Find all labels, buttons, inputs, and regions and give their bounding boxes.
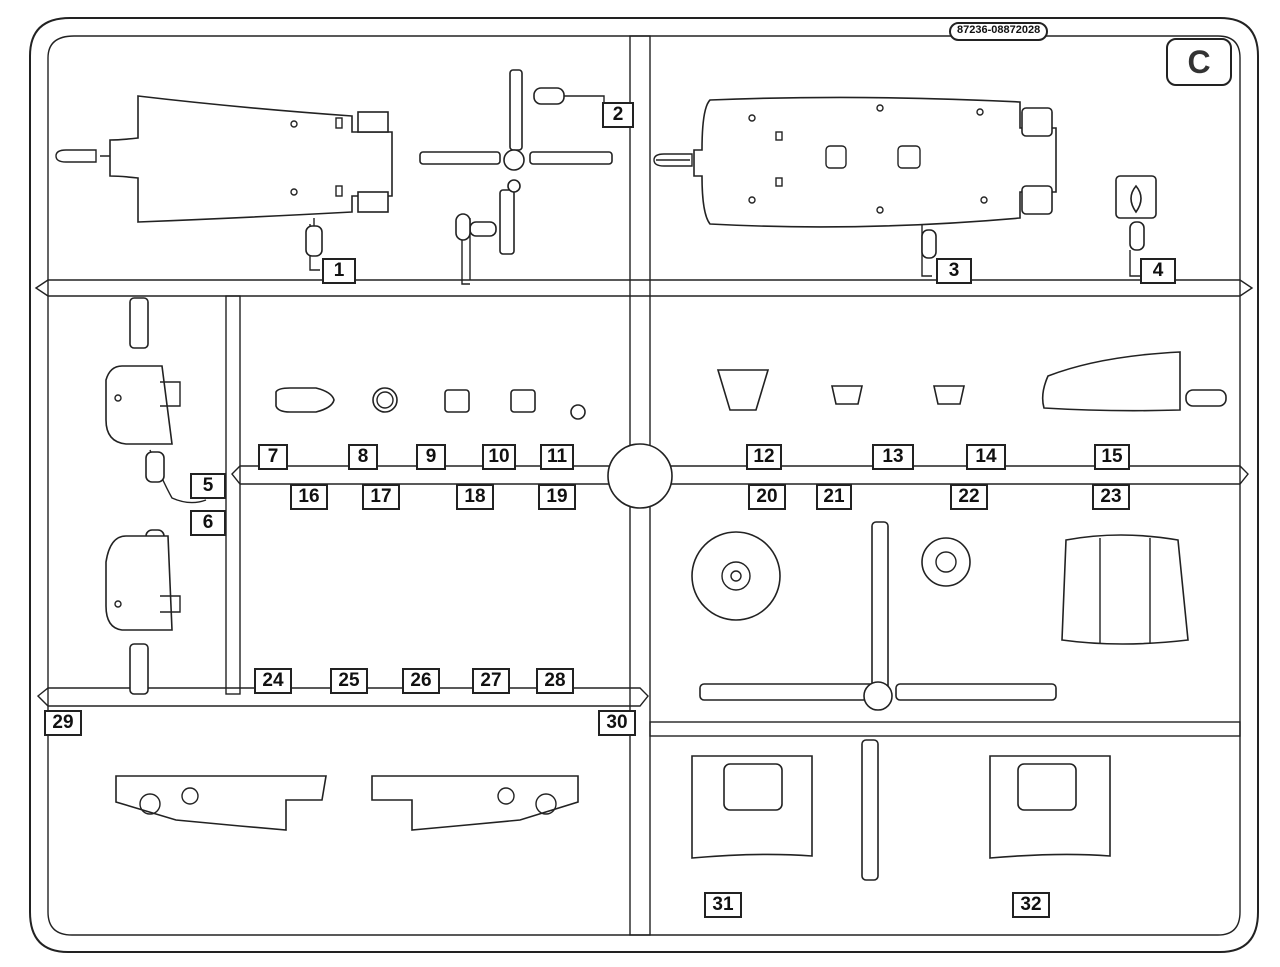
part-label: 21 xyxy=(816,484,852,510)
part-label: 22 xyxy=(950,484,988,510)
part-label: 6 xyxy=(190,510,226,536)
rotor-hub-assembly xyxy=(699,521,1057,881)
part-label: 16 xyxy=(290,484,328,510)
sprue-letter-badge: C xyxy=(1166,38,1232,86)
part-label: 17 xyxy=(362,484,400,510)
runner-left-vertical xyxy=(225,295,241,695)
parts-29-30-side-panels xyxy=(115,775,579,831)
runner-horizontal-top xyxy=(34,279,1254,297)
runner-horizontal-middle xyxy=(231,465,1249,485)
part-label: 13 xyxy=(872,444,914,470)
parts-31-32-doors xyxy=(691,755,1111,859)
part-label: 20 xyxy=(748,484,786,510)
part-label: 8 xyxy=(348,444,378,470)
runner-horizontal-lower xyxy=(36,687,649,707)
sprue-gate-circle xyxy=(607,443,673,509)
part-2-rotor xyxy=(419,69,613,285)
part-label: 23 xyxy=(1092,484,1130,510)
part-3-large-floor-panel xyxy=(653,96,1057,277)
part-label: 26 xyxy=(402,668,440,694)
part-label: 14 xyxy=(966,444,1006,470)
part-label: 15 xyxy=(1094,444,1130,470)
part-label: 12 xyxy=(746,444,782,470)
part-label: 10 xyxy=(482,444,516,470)
part-4-small-window xyxy=(1115,175,1157,277)
sprue-outer-frame xyxy=(29,17,1259,953)
part-label: 24 xyxy=(254,668,292,694)
part-label: 9 xyxy=(416,444,446,470)
parts-row-upper-small xyxy=(275,351,1227,420)
part-label: 3 xyxy=(936,258,972,284)
parts-20-23-engine-components xyxy=(691,531,1189,645)
part-label: 5 xyxy=(190,473,226,499)
part-label: 27 xyxy=(472,668,510,694)
part-label: 30 xyxy=(598,710,636,736)
part-label: 31 xyxy=(704,892,742,918)
part-label: 28 xyxy=(536,668,574,694)
sprue-code-badge: 87236-08872028 xyxy=(949,22,1049,41)
part-1-floor-panel xyxy=(55,95,393,271)
part-label: 19 xyxy=(538,484,576,510)
part-label: 7 xyxy=(258,444,288,470)
part-label: 18 xyxy=(456,484,494,510)
part-5-6-engine-halves xyxy=(105,297,207,695)
part-label: 11 xyxy=(540,444,574,470)
part-label: 25 xyxy=(330,668,368,694)
part-label: 1 xyxy=(322,258,356,284)
part-label: 32 xyxy=(1012,892,1050,918)
sprue-inner-frame xyxy=(47,35,1241,936)
runner-bottom-right-box xyxy=(649,721,1241,737)
part-label: 2 xyxy=(602,102,634,128)
part-label: 4 xyxy=(1140,258,1176,284)
part-label: 29 xyxy=(44,710,82,736)
